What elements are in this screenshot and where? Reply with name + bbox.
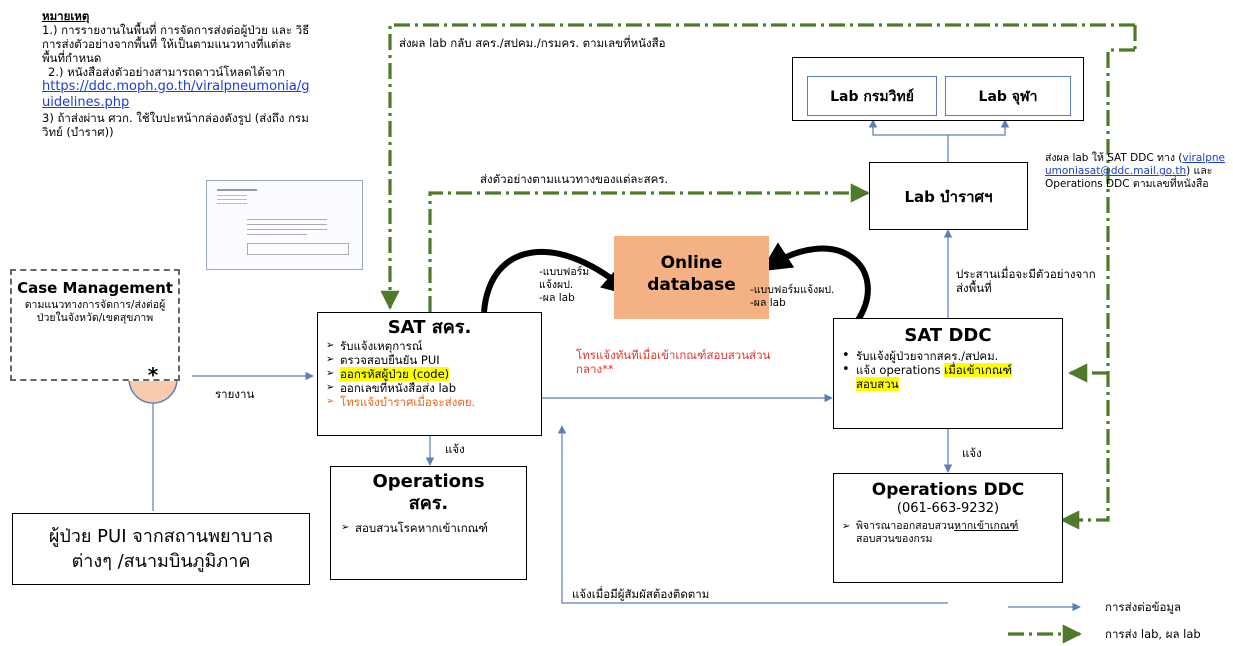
send-samples-label: ส่งตัวอย่างตามแนวทางของแต่ละสคร. bbox=[480, 172, 669, 186]
report-label: รายงาน bbox=[215, 387, 255, 401]
return-results-label: ส่งผล lab กลับ สคร./สปคม./กรมคร. ตามเลขท… bbox=[399, 36, 666, 50]
lab-to-ops-line bbox=[1060, 48, 1135, 530]
sat-ddc-title: SAT DDC bbox=[904, 325, 992, 346]
sat-ddc-item-notify: แจ้ง operations เมื่อเข้าเกณฑ์สอบสวน bbox=[842, 363, 1054, 391]
sample-send-arrow bbox=[428, 183, 870, 312]
online-database-box: Online database bbox=[614, 236, 769, 319]
case-management-box: Case Management ตามแนวทางการจัดการ/ส่งต่… bbox=[10, 269, 180, 381]
satddc-to-db-curve bbox=[760, 242, 871, 322]
sat-province-item: ออกรหัสผู้ป่วย (code) bbox=[326, 367, 533, 381]
ops-province-title: Operations สคร. bbox=[372, 471, 485, 514]
note-3: 3) ถ้าส่งผ่าน ศวก. ใช้ใบปะหน้ากล่องดังรู… bbox=[42, 111, 309, 139]
contact-trace-label: แจ้งเมื่อมีผู้สัมผัสต้องติดตาม bbox=[572, 587, 710, 601]
lab-result-prefix: ส่งผล lab ให้ SAT DDC ทาง ( bbox=[1045, 152, 1183, 164]
ops-ddc-title: Operations DDC bbox=[871, 480, 1025, 500]
legend-lab-label: การส่ง lab, ผล lab bbox=[1105, 627, 1201, 641]
notify-left-label: แจ้ง bbox=[445, 442, 465, 456]
ops-ddc-item-prefix: พิจารณาออกสอบสวน bbox=[856, 520, 955, 532]
sat-province-item: รับแจ้งเหตุการณ์ bbox=[326, 339, 533, 353]
note-2: 2.) หนังสือส่งตัวอย่างสามารถดาวน์โหลดได้… bbox=[48, 65, 285, 79]
sat-province-title: SAT สคร. bbox=[387, 317, 472, 338]
call-immediately-label: โทรแจ้งทันทีเมื่อเข้าเกณฑ์สอบสวนส่วนกลาง… bbox=[576, 348, 771, 376]
sat-ddc-item-receive: รับแจ้งผู้ป่วยจากสคร./สปคม. bbox=[842, 349, 1054, 363]
bamras-to-chula-arrow bbox=[948, 119, 1010, 136]
sat-ddc-list: รับแจ้งผู้ป่วยจากสคร./สปคม. แจ้ง operati… bbox=[842, 349, 1054, 391]
legend-info-label: การส่งต่อข้อมูล bbox=[1105, 600, 1182, 614]
sat-province-item-call: โทรแจ้งบำราศเมื่อจะส่งตย. bbox=[326, 395, 533, 409]
notes-panel: หมายเหตุ 1.) การรายงานในพื้นที่ การจัดกา… bbox=[42, 9, 314, 139]
bamras-to-dmsc-arrow bbox=[868, 119, 949, 162]
star-symbol: * bbox=[147, 363, 159, 387]
contact-trace-arrow bbox=[557, 425, 948, 604]
notes-heading: หมายเหตุ bbox=[42, 9, 90, 23]
lab-bamrasnaradura-box: Lab บำราศฯ bbox=[869, 162, 1028, 230]
lab-results-return-arrow bbox=[380, 23, 1135, 310]
sat-province-item: ตรวจสอบยืนยัน PUI bbox=[326, 353, 533, 367]
sat-province-item: ออกเลขที่หนังสือส่ง lab bbox=[326, 381, 533, 395]
ops-ddc-phone: (061-663-9232) bbox=[896, 501, 1000, 516]
case-management-title: Case Management bbox=[17, 279, 173, 297]
box-label-thumbnail bbox=[206, 180, 363, 270]
ops-ddc-item: พิจารณาออกสอบสวนหากเข้าเกณฑ์สอบสวนของกรม bbox=[842, 520, 1054, 546]
ops-province-list: สอบสวนโรคหากเข้าเกณฑ์ bbox=[341, 521, 516, 535]
form-right-label: -แบบฟอร์มแจ้งผป. -ผล lab bbox=[750, 284, 835, 309]
notify-right-label: แจ้ง bbox=[962, 446, 982, 460]
note-1: 1.) การรายงานในพื้นที่ การจัดการส่งต่อผู… bbox=[42, 23, 310, 65]
lab-result-email-link[interactable]: viralpneumoniasat@ddc.mail.go.th bbox=[1045, 152, 1225, 177]
ops-ddc-list: พิจารณาออกสอบสวนหากเข้าเกณฑ์สอบสวนของกรม bbox=[842, 520, 1054, 546]
sat-ddc-item-notify-prefix: แจ้ง operations bbox=[856, 363, 945, 377]
sat-province-list: รับแจ้งเหตุการณ์ ตรวจสอบยืนยัน PUI ออกรห… bbox=[326, 339, 533, 409]
sat-province-item-code: ออกรหัสผู้ป่วย (code) bbox=[340, 367, 450, 381]
ops-province-box: Operations สคร. สอบสวนโรคหากเข้าเกณฑ์ bbox=[330, 466, 527, 580]
ops-ddc-item-underline: หากเข้าเกณฑ์ bbox=[954, 520, 1019, 532]
sat-province-box: SAT สคร. รับแจ้งเหตุการณ์ ตรวจสอบยืนยัน … bbox=[317, 312, 542, 436]
sat-to-db-curve bbox=[481, 248, 633, 313]
online-database-title: Online database bbox=[647, 253, 736, 295]
coordinate-label: ประสานเมื่อจะมีตัวอย่างจากส่งพื้นที่ bbox=[956, 267, 1096, 295]
patient-pui-box: ผู้ป่วย PUI จากสถานพยาบาลต่างๆ /สนามบินภ… bbox=[12, 513, 310, 585]
lab-chula-box: Lab จุฬา bbox=[945, 76, 1071, 116]
ops-ddc-box: Operations DDC (061-663-9232) พิจารณาออก… bbox=[833, 473, 1063, 583]
patient-pui-text: ผู้ป่วย PUI จากสถานพยาบาลต่างๆ /สนามบินภ… bbox=[48, 526, 274, 572]
form-left-label: -แบบฟอร์มแจ้งผป. -ผล lab bbox=[539, 266, 590, 304]
ops-ddc-item-suffix: สอบสวนของกรม bbox=[856, 533, 933, 545]
lab-result-to-ddc-label: ส่งผล lab ให้ SAT DDC ทาง (viralpneumoni… bbox=[1045, 152, 1225, 191]
lab-dmsc-box: Lab กรมวิทย์ bbox=[807, 76, 937, 116]
case-management-desc: ตามแนวทางการจัดการ/ส่งต่อผู้ป่วยในจังหวั… bbox=[24, 299, 166, 324]
sat-ddc-box: SAT DDC รับแจ้งผู้ป่วยจากสคร./สปคม. แจ้ง… bbox=[833, 318, 1063, 429]
ops-province-item: สอบสวนโรคหากเข้าเกณฑ์ bbox=[341, 521, 516, 535]
lab-result-suffix: ) และ Operations DDC ตามเลขที่หนังสือ bbox=[1045, 165, 1213, 190]
guidelines-link[interactable]: https://ddc.moph.go.th/viralpneumonia/gu… bbox=[42, 79, 310, 110]
